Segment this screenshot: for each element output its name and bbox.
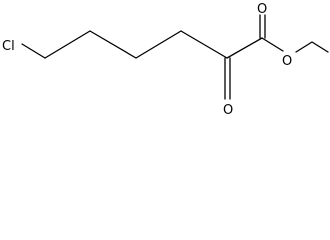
bond-c5-c4 [89, 30, 137, 59]
bond-c6-c5 [44, 30, 91, 59]
bond-c4-c3 [135, 30, 182, 59]
chlorine-label: Cl [2, 39, 15, 54]
bond-ch2-ch3 [311, 41, 329, 53]
bond-c3-c2 [180, 30, 228, 59]
bond-c1-o [261, 37, 284, 52]
ether-oxygen-label: O [282, 54, 292, 69]
bond-cl-c6 [21, 43, 46, 59]
bond-o-ch2 [295, 41, 313, 53]
ester-carbonyl-oxygen-label: O [257, 2, 267, 17]
bond-c2-c1 [226, 37, 263, 59]
ketone-oxygen-label: O [223, 103, 233, 118]
skeletal-formula: Cl O O O [2, 2, 329, 118]
